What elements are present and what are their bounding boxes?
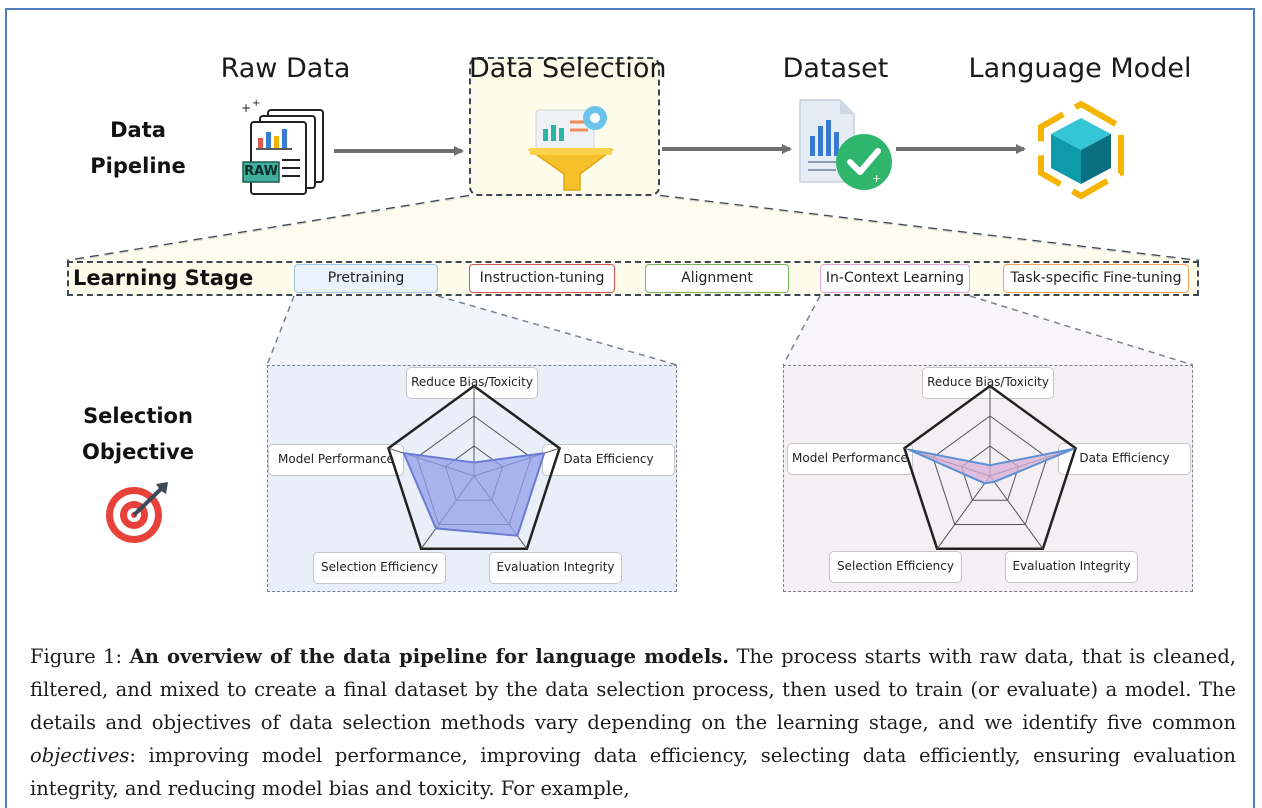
stage-title-language-model: Language Model: [968, 53, 1192, 84]
radar-axis: [989, 475, 1044, 550]
svg-text:+: +: [252, 98, 260, 109]
objective-model-performance: Model Performance: [268, 444, 404, 476]
stage-task-specific-fine-tuning: Task-specific Fine-tuning: [1003, 264, 1189, 293]
stage-alignment: Alignment: [645, 264, 789, 293]
stage-in-context-learning: In-Context Learning: [820, 264, 970, 293]
radar-grid-ring: [902, 384, 1078, 551]
svg-text:+: +: [241, 101, 251, 115]
selection-objective-label: Selection Objective: [82, 404, 194, 464]
radar-panel-in-context-learning: Reduce Bias/Toxicity Data Efficiency Eva…: [783, 365, 1193, 592]
stage-title-data-selection: Data Selection: [469, 53, 667, 84]
raw-badge: RAW: [244, 164, 278, 179]
objective-selection-efficiency: Selection Efficiency: [313, 552, 446, 584]
caption-italic: objectives: [30, 744, 130, 767]
figure-caption: Figure 1: An overview of the data pipeli…: [30, 640, 1236, 805]
radar-chart-in-context-learning: [902, 384, 1078, 551]
stage-zoom-lines: [266, 295, 1194, 366]
stage-title-dataset: Dataset: [782, 53, 889, 84]
radar-data-area: [908, 447, 1075, 485]
stage-pretraining: Pretraining: [294, 264, 438, 293]
dataset-check-icon: +: [794, 96, 898, 196]
objective-reduce-bias: Reduce Bias/Toxicity: [406, 367, 538, 399]
caption-text-1: The process starts with raw data, that i…: [30, 645, 1236, 734]
objective-evaluation-integrity: Evaluation Integrity: [489, 552, 622, 584]
radar-data-area: [402, 451, 546, 537]
cube-model-icon: [1033, 100, 1129, 200]
figure-frame: [5, 8, 1255, 808]
target-dart-icon: [104, 480, 172, 546]
objective-data-efficiency: Data Efficiency: [542, 444, 675, 476]
learning-stage-label: Learning Stage: [73, 266, 254, 290]
radar-chart-pretraining: [386, 384, 562, 551]
radar-grid-ring: [386, 384, 562, 551]
stage-title-raw-data: Raw Data: [220, 53, 351, 84]
objective-reduce-bias: Reduce Bias/Toxicity: [922, 367, 1054, 399]
objective-data-efficiency: Data Efficiency: [1058, 443, 1191, 475]
raw-data-documents-icon: + + RAW: [238, 98, 338, 198]
objective-model-performance: Model Performance: [787, 443, 913, 475]
data-pipeline-label: Data Pipeline: [90, 118, 186, 178]
filter-funnel-icon: [527, 104, 618, 194]
caption-prefix: Figure 1:: [30, 645, 130, 668]
caption-title: An overview of the data pipeline for lan…: [129, 645, 730, 668]
radar-panel-pretraining: Reduce Bias/Toxicity Data Efficiency Eva…: [267, 365, 677, 592]
objective-evaluation-integrity: Evaluation Integrity: [1005, 551, 1138, 583]
radar-grid-ring: [932, 415, 1048, 526]
pipeline-arrows: [66, 144, 1200, 263]
stage-instruction-tuning: Instruction-tuning: [469, 264, 615, 293]
caption-text-2: : improving model performance, improving…: [30, 744, 1236, 800]
objective-selection-efficiency: Selection Efficiency: [829, 551, 962, 583]
svg-text:+: +: [872, 172, 881, 185]
radar-axis: [936, 475, 991, 550]
